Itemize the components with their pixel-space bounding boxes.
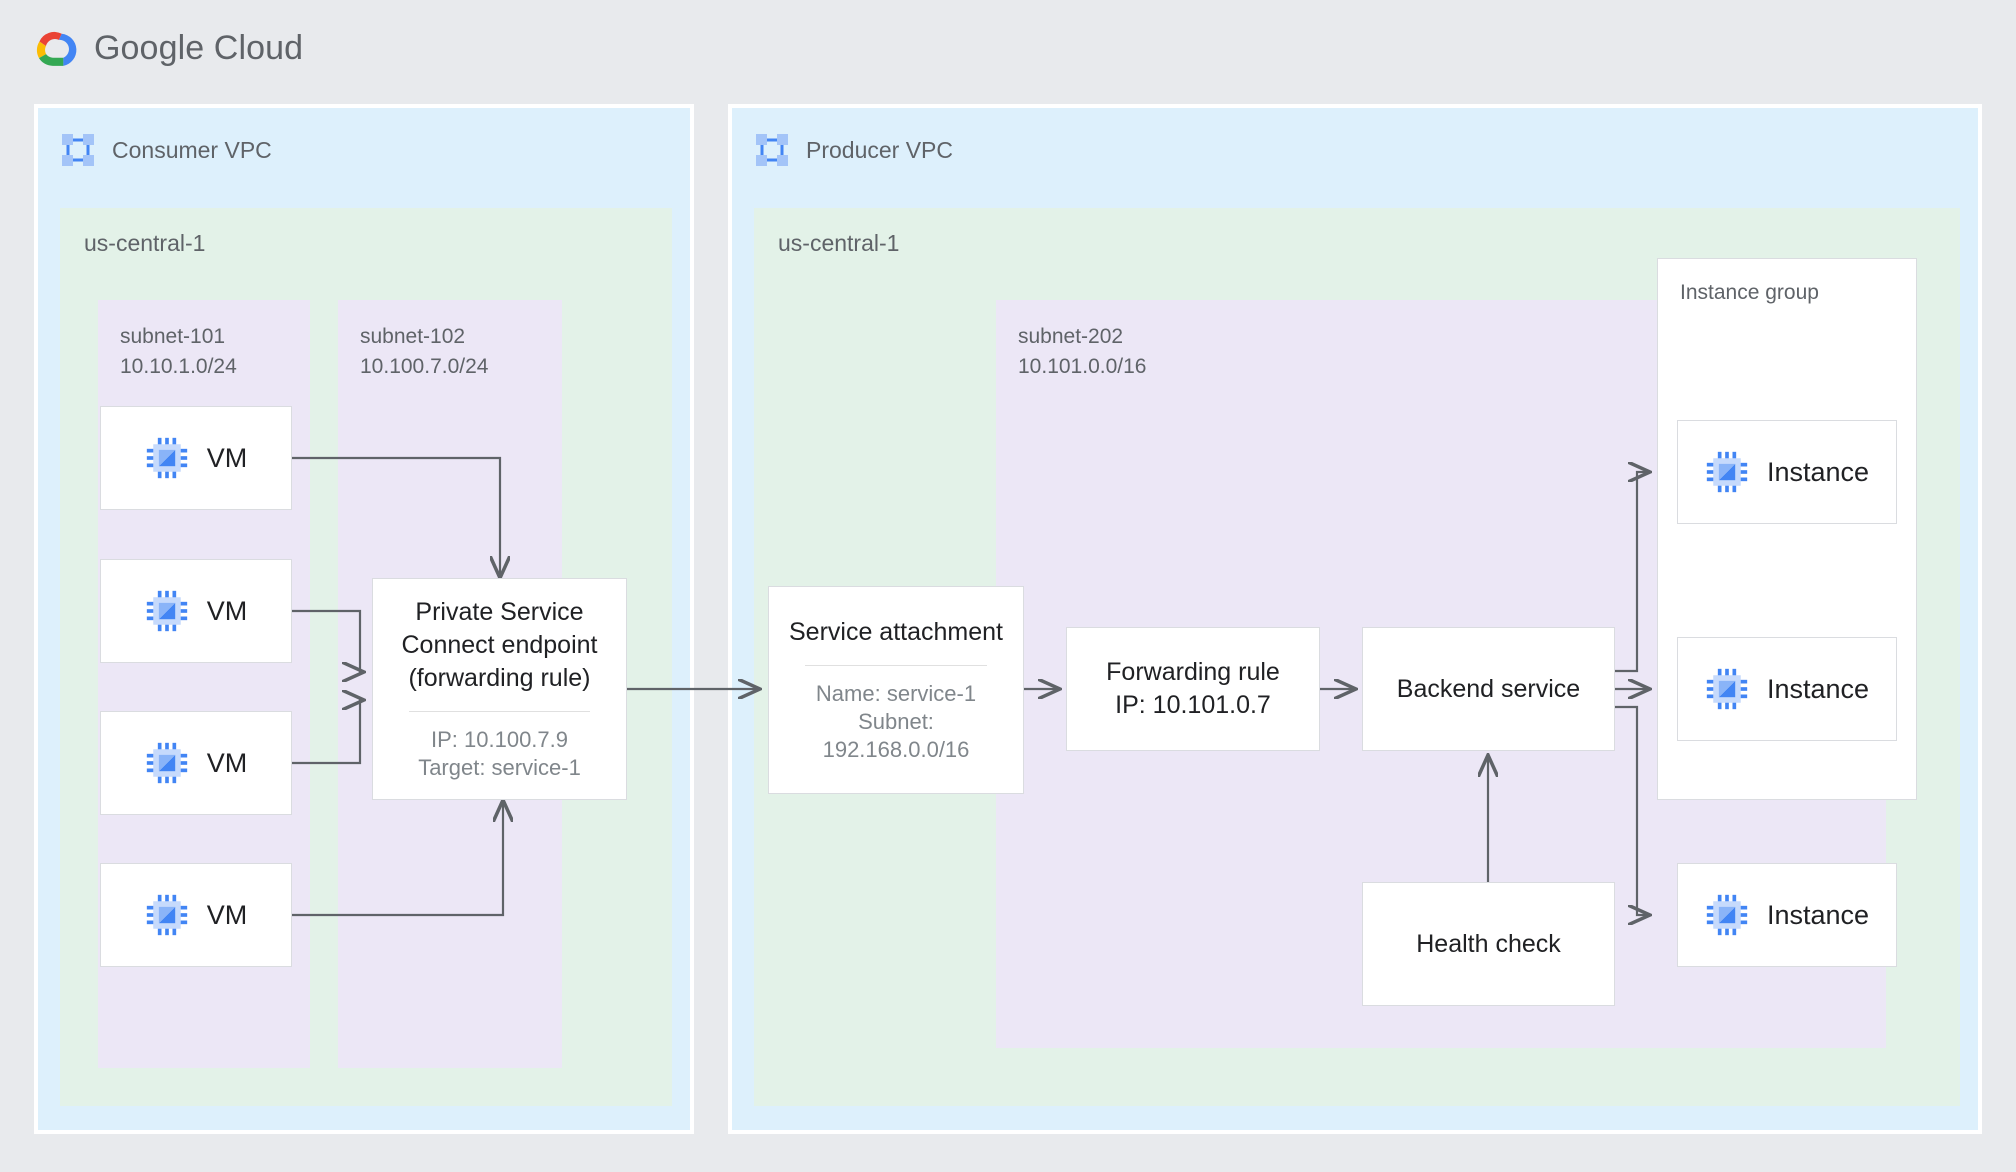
subnet-202-label: subnet-202 10.101.0.0/16 [1018, 322, 1146, 382]
vm-chip-icon [1706, 668, 1748, 710]
producer-vpc-title: Producer VPC [806, 136, 954, 163]
instance-node-2[interactable]: Instance [1677, 637, 1897, 741]
google-cloud-logo-icon [36, 31, 77, 66]
brand-name: Google Cloud [94, 29, 303, 68]
subnet-101-name: subnet-101 [120, 325, 226, 348]
instance-label-1: Instance [1766, 456, 1870, 487]
forwarding-rule-label: Forwarding rule IP: 10.101.0.7 [1106, 658, 1280, 719]
vpc-network-icon [62, 134, 94, 166]
vm-node-3[interactable]: VM [100, 711, 292, 815]
instance-label-2: Instance [1766, 673, 1870, 704]
vm-node-1[interactable]: VM [100, 406, 292, 510]
instance-node-3[interactable]: Instance [1677, 863, 1897, 967]
subnet-101-label: subnet-101 10.10.1.0/24 [120, 322, 237, 382]
brand-name-light: Cloud [213, 28, 304, 67]
subnet-102-label: subnet-102 10.100.7.0/24 [360, 322, 488, 382]
vm-node-4[interactable]: VM [100, 863, 292, 967]
service-attachment-node[interactable]: Service attachment Name: service-1 Subne… [768, 586, 1024, 794]
vm-chip-icon [146, 590, 187, 632]
service-attachment-title: Service attachment [789, 618, 1003, 646]
vm-chip-icon [1706, 451, 1748, 493]
instance-group-label: Instance group [1680, 281, 1819, 304]
brand-name-bold: Google [94, 28, 205, 67]
backend-service-label: Backend service [1396, 674, 1581, 703]
vm-chip-icon [146, 742, 187, 784]
vm-label-1: VM [206, 442, 248, 473]
vm-label-2: VM [206, 595, 248, 626]
psc-endpoint-divider [408, 711, 591, 712]
consumer-vpc-title: Consumer VPC [112, 136, 272, 163]
subnet-102-cidr: 10.100.7.0/24 [360, 355, 489, 378]
psc-endpoint-node[interactable]: Private Service Connect endpoint (forwar… [372, 578, 627, 800]
subnet-101-cidr: 10.10.1.0/24 [120, 355, 237, 378]
health-check-node[interactable]: Health check [1362, 882, 1615, 1006]
service-attachment-details: Name: service-1 Subnet: 192.168.0.0/16 [815, 681, 977, 762]
vm-chip-icon [146, 437, 187, 479]
subnet-102-name: subnet-102 [360, 325, 466, 348]
consumer-region-label: us-central-1 [84, 230, 206, 256]
producer-vpc-header: Producer VPC [754, 132, 953, 168]
vm-label-4: VM [206, 899, 248, 930]
psc-endpoint-title: Private Service Connect endpoint (forwar… [401, 598, 598, 692]
vm-node-2[interactable]: VM [100, 559, 292, 663]
service-attachment-divider [804, 665, 988, 666]
subnet-202-name: subnet-202 [1018, 325, 1124, 348]
producer-region-label: us-central-1 [778, 230, 900, 256]
vm-chip-icon [146, 894, 187, 936]
subnet-202-cidr: 10.101.0.0/16 [1018, 355, 1147, 378]
vm-chip-icon [1706, 894, 1748, 936]
forwarding-rule-node[interactable]: Forwarding rule IP: 10.101.0.7 [1066, 627, 1320, 751]
instance-label-3: Instance [1766, 899, 1870, 930]
vpc-network-icon [756, 134, 788, 166]
instance-node-1[interactable]: Instance [1677, 420, 1897, 524]
consumer-vpc-header: Consumer VPC [60, 132, 272, 168]
psc-endpoint-details: IP: 10.100.7.9 Target: service-1 [418, 727, 581, 780]
vm-label-3: VM [206, 747, 248, 778]
backend-service-node[interactable]: Backend service [1362, 627, 1615, 751]
health-check-label: Health check [1416, 929, 1561, 958]
brand-header: Google Cloud [26, 22, 303, 74]
